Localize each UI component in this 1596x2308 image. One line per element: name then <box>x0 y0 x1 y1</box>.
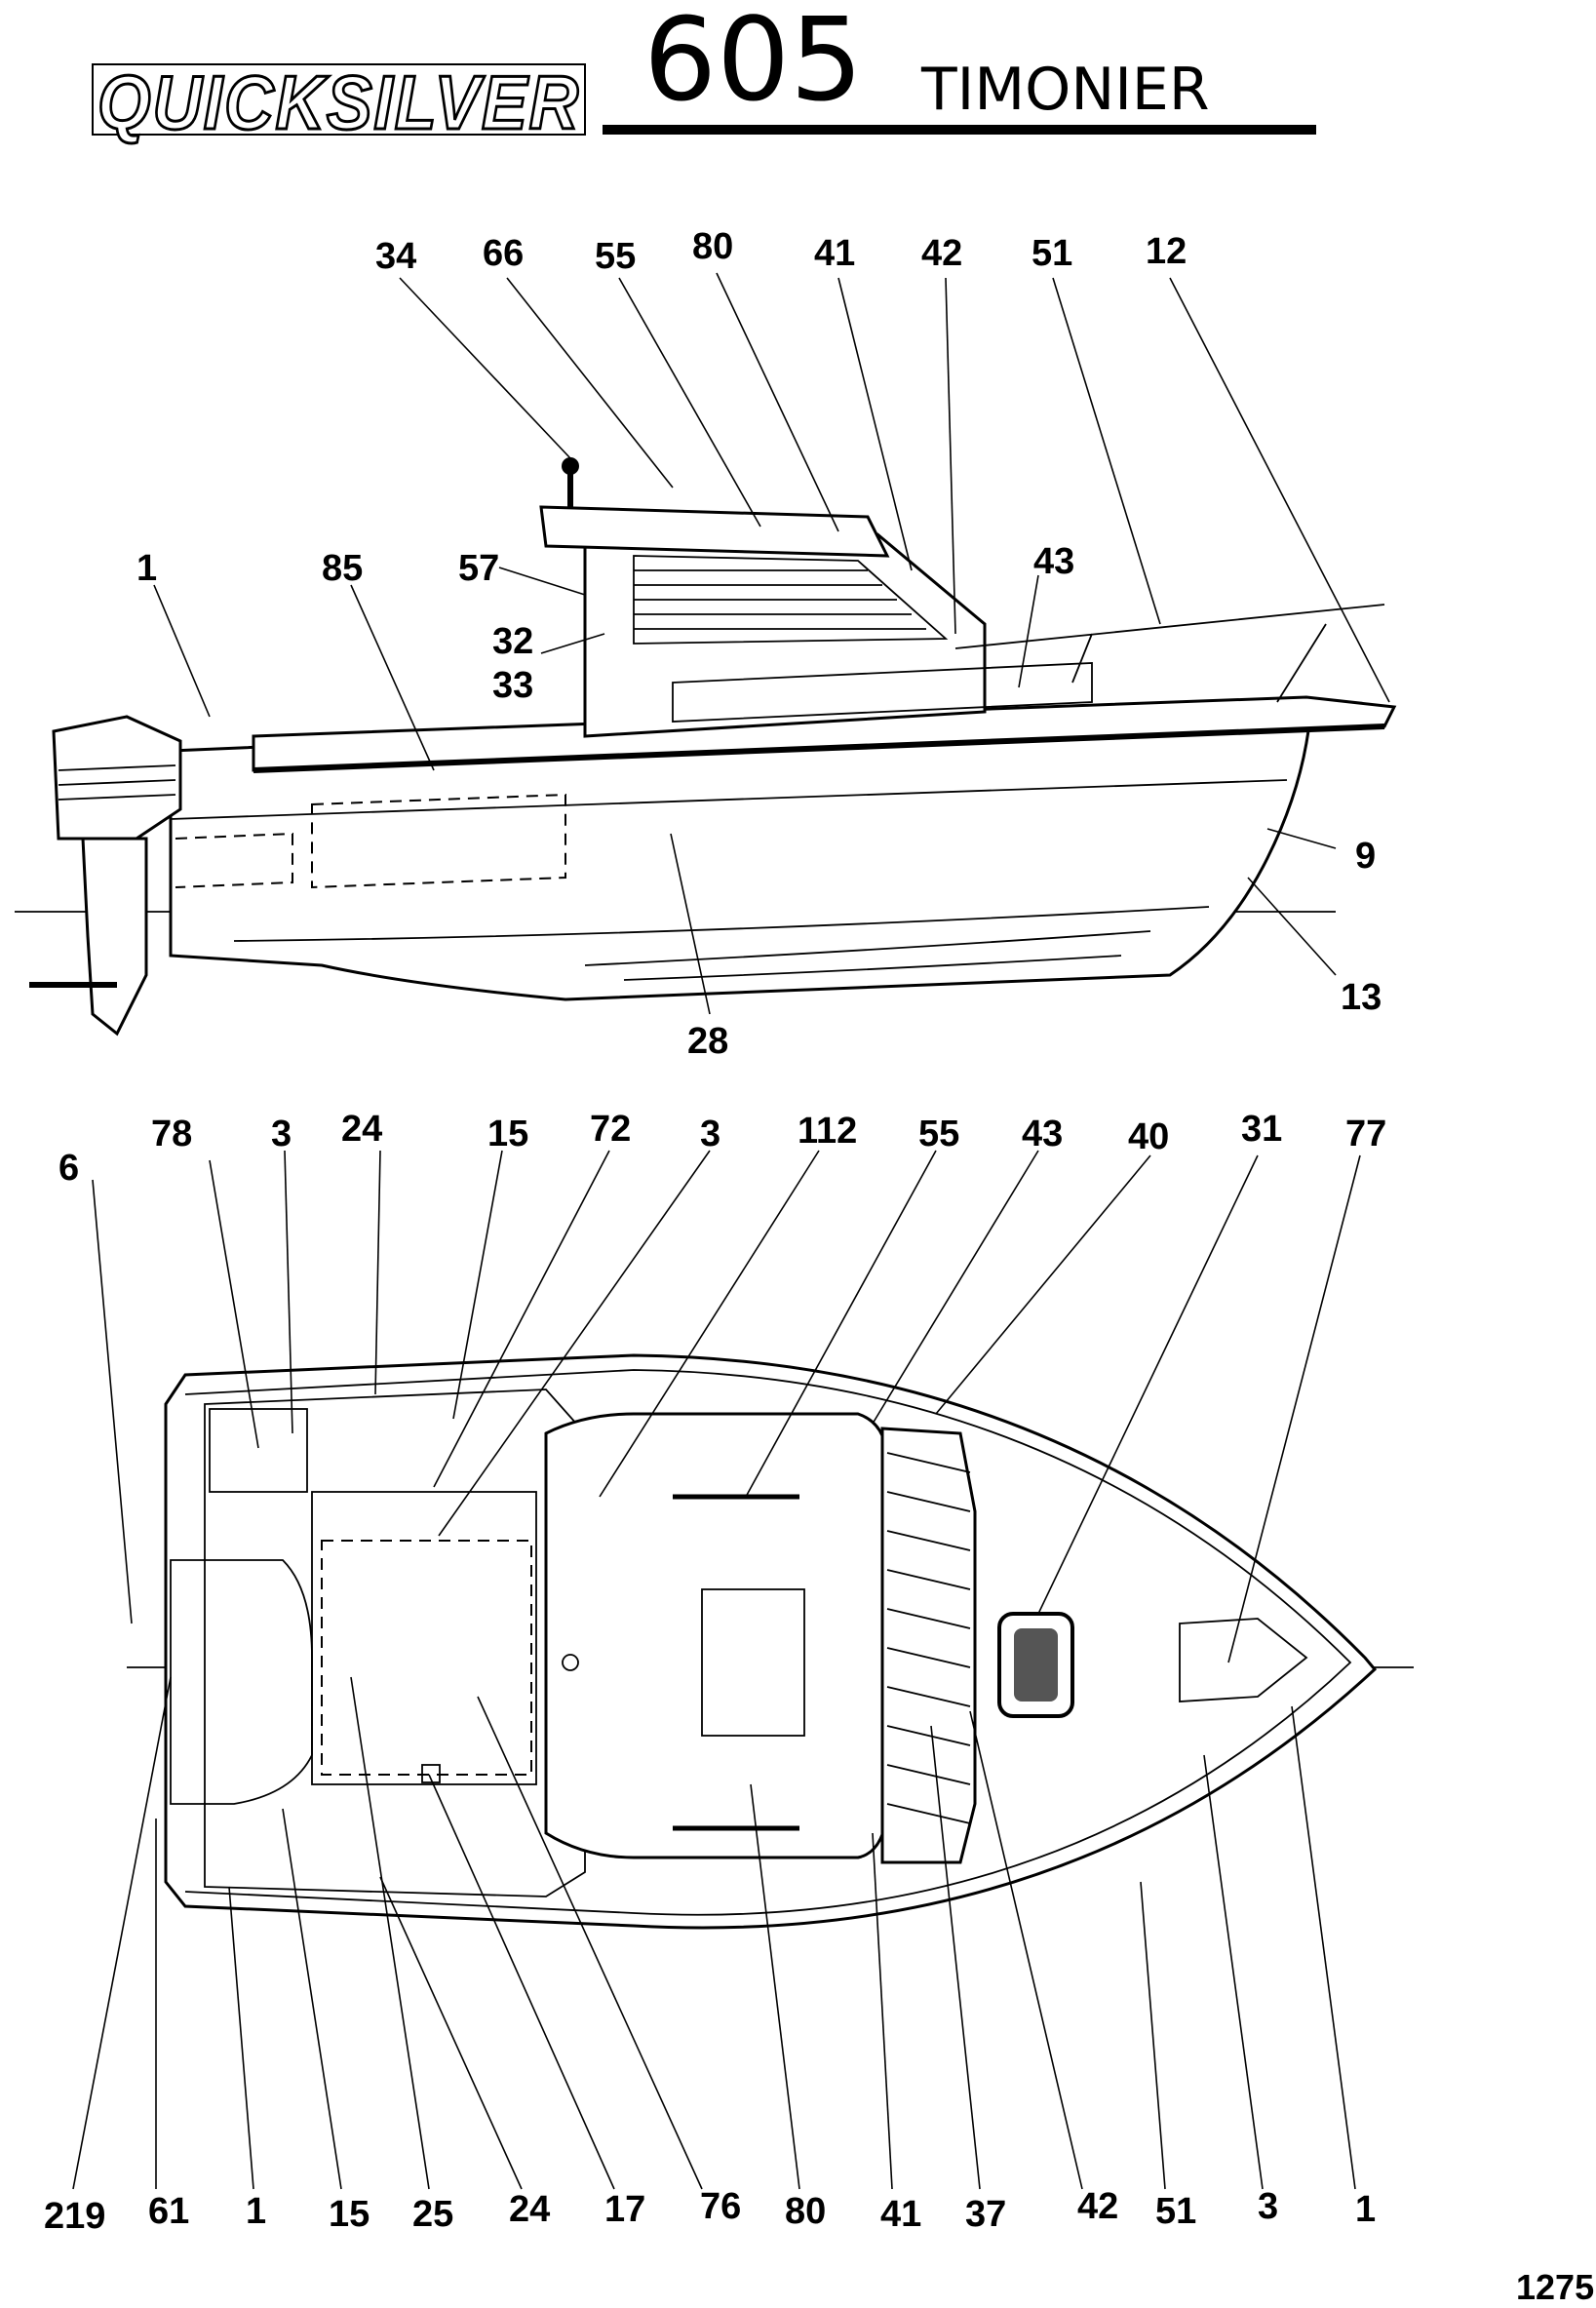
callout-label: 66 <box>483 233 524 274</box>
callout-label: 12 <box>1146 231 1187 272</box>
top-mast-light-icon <box>562 1654 579 1671</box>
side-leaders <box>153 272 1390 1015</box>
header: QUICKSILVER 605 TIMONIER <box>92 0 1316 147</box>
callout-label: 55 <box>918 1114 959 1154</box>
callout-label: 31 <box>1241 1109 1282 1150</box>
callout-label: 112 <box>798 1111 857 1152</box>
top-hull-inner-line <box>184 1369 1352 1916</box>
callout-label: 51 <box>1032 233 1072 274</box>
callout-label: 24 <box>509 2189 550 2230</box>
callout-label: 80 <box>785 2191 826 2232</box>
top-view: 78 3 24 15 72 3 112 55 43 40 31 77 6 219… <box>44 1109 1414 2237</box>
top-deck-hatch-dashed <box>321 1540 532 1776</box>
side-storage-dashed <box>311 793 566 889</box>
callout-label: 13 <box>1341 977 1382 1018</box>
top-deck-hatch <box>311 1491 537 1785</box>
callout-label: 77 <box>1345 1114 1386 1154</box>
callout-label: 40 <box>1128 1116 1169 1157</box>
callout-label: 42 <box>1077 2186 1118 2227</box>
callout-label: 24 <box>341 1109 382 1150</box>
side-aft-locker-dashed <box>175 832 293 888</box>
callout-label: 85 <box>322 548 363 589</box>
top-aft-locker <box>209 1408 308 1493</box>
callout-label: 43 <box>1033 541 1074 582</box>
page-number: 1275 <box>1516 2267 1594 2307</box>
side-strake-2 <box>584 930 1151 966</box>
brand-logo: QUICKSILVER <box>97 59 580 145</box>
callout-label: 43 <box>1022 1114 1063 1154</box>
top-roof-hatch <box>701 1588 805 1737</box>
callout-label: 57 <box>458 548 499 589</box>
top-anchor-locker <box>1179 1618 1308 1702</box>
callout-label: 15 <box>487 1114 528 1154</box>
model-number: 605 <box>643 0 863 127</box>
callout-label: 17 <box>604 2189 645 2230</box>
side-bow-rail <box>954 604 1385 703</box>
callout-label: 6 <box>58 1148 79 1189</box>
top-windshield-hatching <box>886 1452 971 1824</box>
top-windshield <box>880 1427 977 1864</box>
outboard-engine <box>29 715 182 1037</box>
top-hatch-latch <box>421 1764 441 1783</box>
callout-label: 34 <box>375 236 416 277</box>
top-cockpit <box>204 1389 586 1897</box>
callout-label: 61 <box>148 2191 189 2232</box>
callout-label: 42 <box>921 233 962 274</box>
callout-label: 3 <box>700 1114 720 1154</box>
callout-label: 37 <box>965 2194 1006 2235</box>
callout-label: 80 <box>692 226 733 267</box>
side-wheelhouse <box>583 525 987 738</box>
callout-label: 3 <box>271 1114 292 1154</box>
side-hull <box>169 700 1313 1001</box>
side-forward-window <box>672 662 1093 723</box>
callout-label: 9 <box>1355 836 1376 877</box>
side-roof <box>539 505 890 558</box>
callout-label: 219 <box>44 2196 105 2237</box>
callout-label: 41 <box>814 233 855 274</box>
top-leaders <box>72 1150 1361 2190</box>
model-variant: TIMONIER <box>920 56 1210 124</box>
callout-label: 78 <box>151 1114 192 1154</box>
callout-label: 28 <box>687 1021 728 1062</box>
side-strake-3 <box>623 955 1122 981</box>
callout-label: 51 <box>1155 2191 1196 2232</box>
side-gunwale <box>252 695 1397 772</box>
navigation-light-icon <box>562 457 579 475</box>
callout-label: 32 <box>492 621 533 662</box>
side-window-hatching <box>634 569 926 630</box>
side-view: 34 66 55 80 41 42 51 12 1 85 57 43 32 33… <box>15 226 1397 1062</box>
top-wheelhouse-roof <box>544 1412 889 1859</box>
callout-label: 3 <box>1258 2186 1278 2227</box>
callout-label: 1 <box>246 2191 266 2232</box>
callout-label: 25 <box>412 2194 453 2235</box>
side-strake-1 <box>233 906 1210 942</box>
callout-label: 1 <box>1355 2189 1376 2230</box>
brand-logo-frame <box>92 63 586 136</box>
callout-label: 72 <box>590 1109 631 1150</box>
callout-label: 1 <box>136 548 157 589</box>
callout-label: 55 <box>595 236 636 277</box>
callout-label: 33 <box>492 665 533 706</box>
header-rule <box>603 125 1316 135</box>
side-rubrail <box>170 779 1288 820</box>
callout-label: 15 <box>329 2194 370 2235</box>
top-foredeck-hatch-lens <box>1014 1628 1058 1702</box>
callout-label: 41 <box>880 2194 921 2235</box>
callout-label: 76 <box>700 2186 741 2227</box>
side-gunwale-stripe <box>253 724 1385 773</box>
